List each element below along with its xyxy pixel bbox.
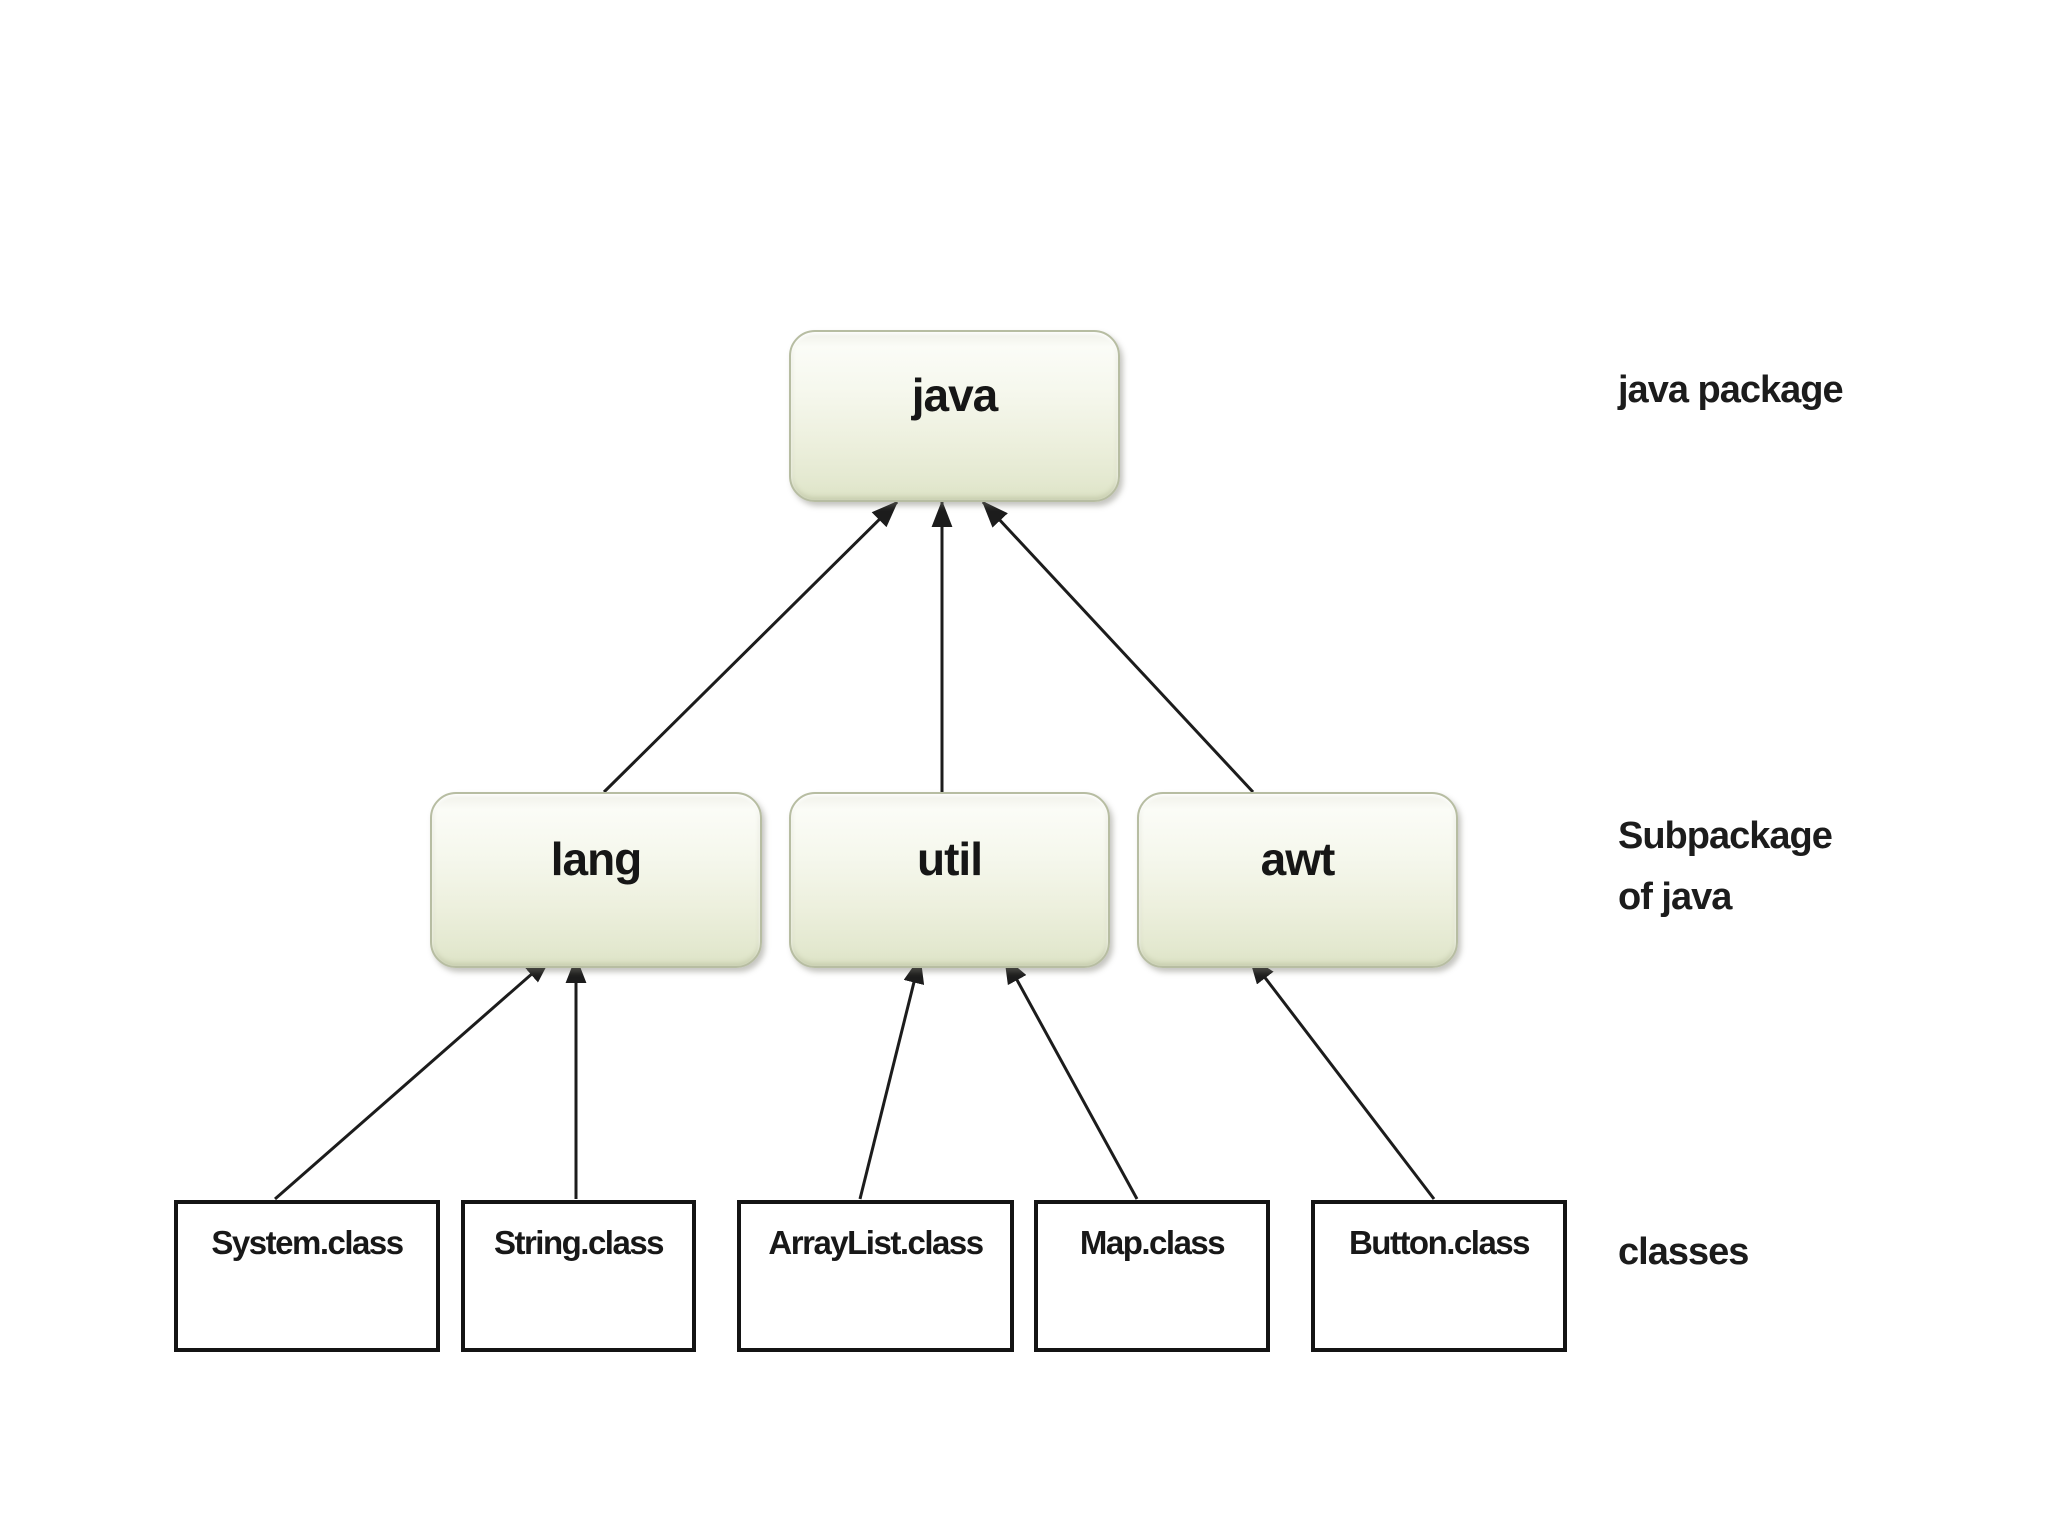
package-label-util: util <box>917 833 983 885</box>
annotation-subpackage-line1: Subpackage <box>1618 815 1833 857</box>
package-label-lang: lang <box>550 833 643 885</box>
class-label-string: String.class <box>493 1224 665 1261</box>
class-node-map: Map.class <box>1034 1200 1270 1352</box>
edge-map-util <box>1003 956 1139 1200</box>
class-node-button: Button.class <box>1311 1200 1567 1352</box>
class-node-arraylist: ArrayList.class <box>737 1200 1014 1352</box>
package-node-awt: awt <box>1137 792 1458 968</box>
class-label-system: System.class <box>211 1224 404 1261</box>
edge-system-lang <box>274 956 552 1201</box>
annotation-classes: classes <box>1618 1222 1749 1283</box>
annotation-subpackage-of-java: Subpackage of java <box>1618 806 1833 928</box>
annotation-classes-text: classes <box>1618 1231 1749 1273</box>
package-node-lang: lang <box>430 792 762 968</box>
package-node-java: java <box>789 330 1120 502</box>
class-node-string: String.class <box>461 1200 696 1352</box>
edge-awt-java <box>981 500 1255 794</box>
annotation-java-package-text: java package <box>1618 369 1844 411</box>
edge-button-awt <box>1248 956 1436 1200</box>
class-node-system: System.class <box>174 1200 440 1352</box>
edge-lang-java <box>602 500 899 794</box>
package-label-java: java <box>911 369 999 421</box>
class-label-arraylist: ArrayList.class <box>768 1224 984 1261</box>
edge-arraylist-util <box>858 956 925 1200</box>
class-label-button: Button.class <box>1348 1224 1531 1261</box>
annotation-java-package: java package <box>1618 360 1844 421</box>
annotation-subpackage-line2: of java <box>1618 875 1732 918</box>
package-node-util: util <box>789 792 1110 968</box>
package-label-awt: awt <box>1260 833 1336 885</box>
class-label-map: Map.class <box>1079 1224 1226 1261</box>
